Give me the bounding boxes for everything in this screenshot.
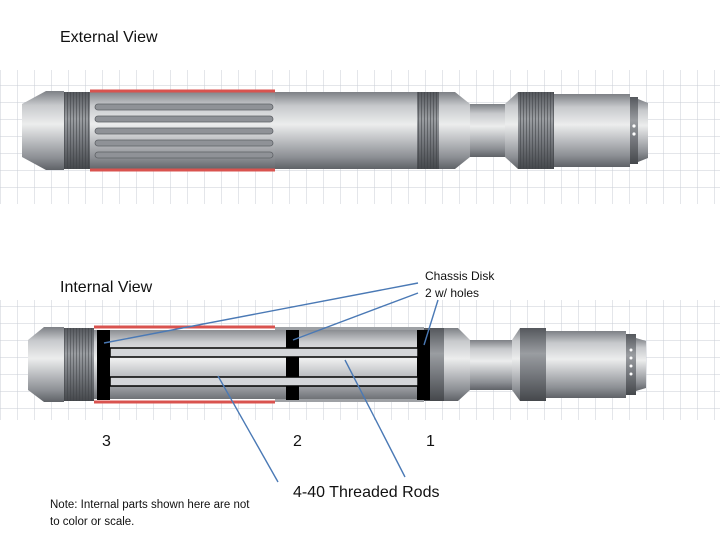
callout-line-rod-bottom [217,375,279,483]
threaded-rods [109,347,419,387]
footnote: Note: Internal parts shown here are not … [50,499,250,528]
threaded-rod-top [109,347,419,358]
chassis-disk-callout: Chassis Disk 2 w/ holes [425,268,545,302]
threaded-rod-bottom [109,376,419,387]
chassis-disk-sublabel: 2 w/ holes [425,286,480,300]
callout-line-disk-2 [292,292,419,341]
callout-line-disk-1 [423,299,439,346]
internal-view-title: Internal View [60,279,153,296]
disk-number-1: 1 [426,433,435,450]
disk-number-2: 2 [293,433,302,450]
chassis-disk-label: Chassis Disk [425,269,495,283]
callout-line-disk-3 [103,282,419,344]
chassis-disk-1 [417,330,430,400]
external-hilt [22,89,648,172]
chassis-disk-3 [97,330,110,400]
chassis-disk-2 [286,330,299,400]
external-view-title: External View [60,29,158,46]
callout-line-rod-top [344,359,406,478]
disk-number-3: 3 [102,433,111,450]
threaded-rods-label: 4-40 Threaded Rods [293,484,440,501]
internal-hilt [28,325,646,404]
